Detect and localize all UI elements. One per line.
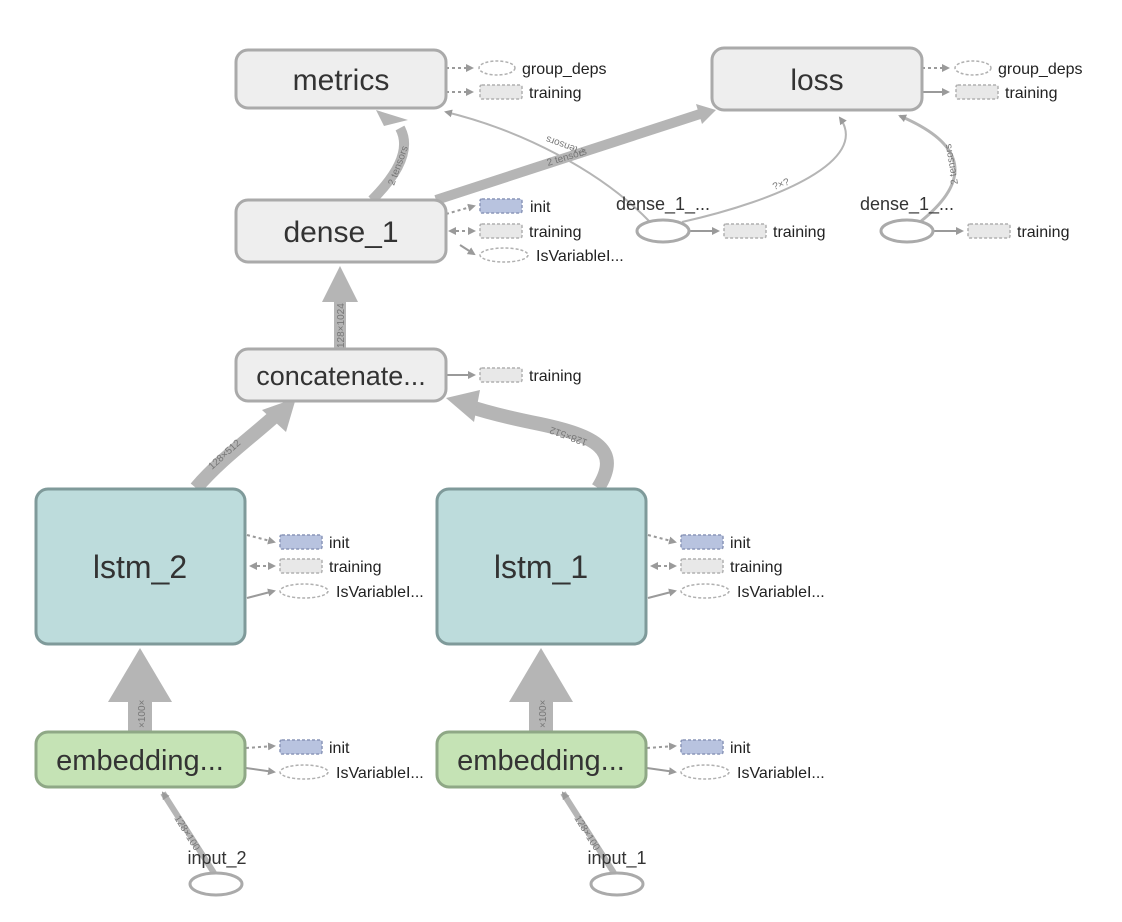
- node-dense-1-label: dense_1: [283, 216, 398, 249]
- aux-concat-training[interactable]: training: [479, 367, 581, 385]
- aux-dense-is-variable[interactable]: IsVariableI...: [479, 247, 624, 265]
- node-input-1-label: input_1: [587, 848, 646, 869]
- aux-label: IsVariableI...: [737, 765, 825, 782]
- node-input-1[interactable]: input_1: [587, 848, 647, 897]
- edge-lstm1-concat-head: [446, 390, 480, 422]
- aux-label: training: [329, 559, 381, 576]
- edge-dense-loss-head: [696, 104, 716, 124]
- aux-embedding1-is-variable[interactable]: IsVariableI...: [680, 764, 825, 782]
- node-lstm-2-label: lstm_2: [93, 549, 187, 585]
- edge-densea-metrics: [444, 109, 651, 223]
- aux-metrics-group-deps[interactable]: group_deps: [478, 60, 607, 78]
- edge-input1-embedding: [560, 791, 617, 875]
- edge-label-denseb-loss: 2 tensors: [943, 143, 961, 185]
- aux-label: init: [530, 199, 551, 216]
- aux-label: training: [529, 224, 581, 241]
- edge-densea-loss: [681, 116, 847, 223]
- aux-label: training: [1017, 224, 1069, 241]
- edge-label-concat: 128×1024: [336, 303, 347, 348]
- edge-dense-metrics: [368, 125, 409, 204]
- aux-label: init: [730, 740, 751, 757]
- node-metrics-label: metrics: [293, 64, 390, 97]
- aux-loss-training[interactable]: training: [955, 84, 1057, 102]
- aux-label: training: [529, 85, 581, 102]
- node-dense-1-b[interactable]: dense_1_...: [860, 194, 954, 244]
- aux-connections: [245, 64, 964, 776]
- node-concatenate-label: concatenate...: [256, 361, 426, 391]
- aux-lstm2-is-variable[interactable]: IsVariableI...: [279, 583, 424, 601]
- edge-dense-loss: [434, 109, 702, 205]
- node-dense-1-a-label: dense_1_...: [616, 194, 710, 215]
- node-input-2[interactable]: input_2: [187, 848, 247, 897]
- edge-lstm2-concat: [190, 409, 281, 493]
- edge-label-dense-metrics: 2 tensors: [386, 145, 410, 187]
- node-loss[interactable]: loss: [710, 46, 924, 112]
- node-lstm-1[interactable]: lstm_1: [435, 487, 648, 646]
- aux-embedding2-is-variable[interactable]: IsVariableI...: [279, 764, 424, 782]
- node-dense-1-a[interactable]: dense_1_...: [616, 194, 710, 244]
- edge-lstm1-concat: [465, 399, 614, 492]
- aux-lstm2-init[interactable]: init: [279, 534, 350, 552]
- aux-label: init: [329, 740, 350, 757]
- aux-label: group_deps: [522, 61, 607, 78]
- aux-label: training: [529, 368, 581, 385]
- node-dense-1-b-label: dense_1_...: [860, 194, 954, 215]
- aux-label: IsVariableI...: [536, 248, 624, 265]
- node-embedding-1-label: embedding...: [457, 745, 625, 777]
- aux-label: IsVariableI...: [737, 584, 825, 601]
- aux-label: IsVariableI...: [336, 584, 424, 601]
- aux-embedding2-init[interactable]: init: [279, 739, 350, 757]
- aux-label: IsVariableI...: [336, 765, 424, 782]
- aux-embedding1-init[interactable]: init: [680, 739, 751, 757]
- aux-label: init: [730, 535, 751, 552]
- node-lstm-1-label: lstm_1: [494, 549, 588, 585]
- edge-embedding1-lstm1-head: [509, 648, 573, 702]
- node-embedding-1[interactable]: embedding...: [435, 730, 648, 789]
- main-edges: [108, 104, 957, 875]
- edge-embedding2-lstm2-head: [108, 648, 172, 702]
- aux-lstm1-is-variable[interactable]: IsVariableI...: [680, 583, 825, 601]
- aux-denseb-training[interactable]: training: [967, 223, 1069, 241]
- edge-denseb-loss: [898, 114, 957, 224]
- aux-densea-training[interactable]: training: [723, 223, 825, 241]
- edge-lstm2-concat-head: [262, 398, 296, 432]
- edge-dense-metrics-head: [376, 110, 408, 126]
- aux-label: training: [1005, 85, 1057, 102]
- edge-label-densea-loss: ?×?: [771, 177, 791, 193]
- edge-label-embedding1: ×100×: [538, 699, 549, 728]
- aux-label: group_deps: [998, 61, 1083, 78]
- node-input-2-label: input_2: [187, 848, 246, 869]
- edge-concat-dense-head: [322, 266, 358, 302]
- node-embedding-2-label: embedding...: [56, 745, 224, 777]
- aux-lstm1-init[interactable]: init: [680, 534, 751, 552]
- node-embedding-2[interactable]: embedding...: [34, 730, 247, 789]
- edge-input2-embedding: [160, 791, 217, 875]
- aux-dense-training[interactable]: training: [479, 223, 581, 241]
- edge-label-embedding2: ×100×: [137, 699, 148, 728]
- node-lstm-2[interactable]: lstm_2: [34, 487, 247, 646]
- node-dense-1[interactable]: dense_1: [234, 198, 448, 264]
- aux-metrics-training[interactable]: training: [479, 84, 581, 102]
- aux-label: training: [730, 559, 782, 576]
- aux-label: init: [329, 535, 350, 552]
- aux-lstm1-training[interactable]: training: [680, 558, 782, 576]
- aux-lstm2-training[interactable]: training: [279, 558, 381, 576]
- aux-label: training: [773, 224, 825, 241]
- node-metrics[interactable]: metrics: [234, 48, 448, 110]
- node-concatenate[interactable]: concatenate...: [234, 347, 448, 403]
- aux-dense-init[interactable]: init: [479, 198, 551, 216]
- node-loss-label: loss: [790, 64, 843, 97]
- aux-loss-group-deps[interactable]: group_deps: [954, 60, 1083, 78]
